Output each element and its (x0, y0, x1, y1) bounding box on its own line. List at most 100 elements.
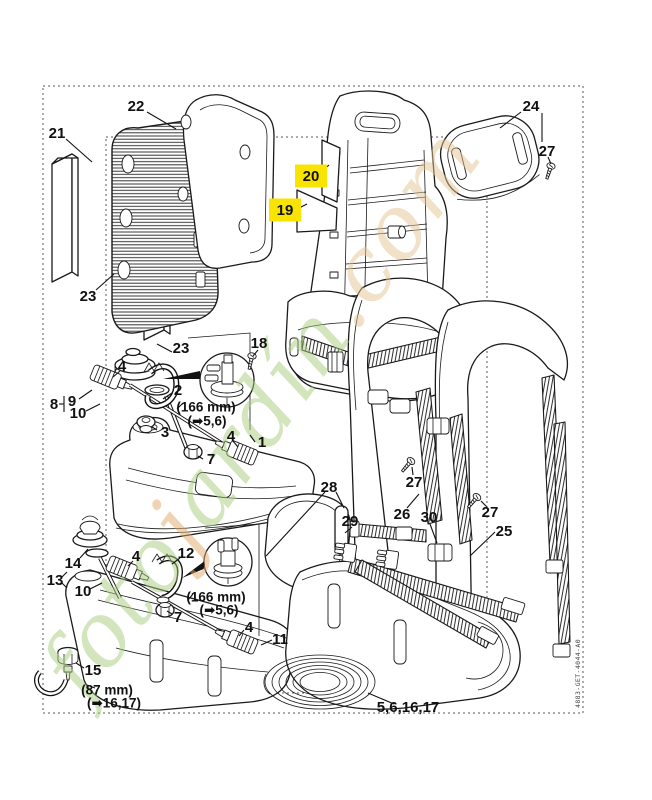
part-callout-9: 9 (68, 393, 76, 410)
part-callout-4: 4 (132, 548, 141, 565)
part-callout-27: 27 (406, 474, 423, 491)
cover-plate-22 (177, 94, 275, 269)
leader-line (65, 138, 93, 163)
part-callout-27: 27 (539, 143, 556, 160)
gasket (85, 548, 109, 558)
part-callout-166mm: (166 mm) (176, 400, 235, 415)
part-callout-26: 26 (394, 506, 411, 523)
waist-strap (347, 557, 521, 623)
elbow-hose-12 (151, 553, 184, 604)
elbow-hose-2 (143, 362, 180, 410)
leader-line (156, 343, 173, 353)
part-callout-4: 4 (118, 358, 127, 375)
leader-line (162, 392, 173, 400)
part-callout-18: 18 (251, 335, 268, 352)
part-callout-23: 23 (173, 340, 190, 357)
chest-strap-26 (349, 520, 427, 543)
part-callout-14: 14 (65, 555, 82, 572)
detail-frame-line (187, 332, 251, 430)
foam-strip-left (51, 153, 79, 283)
leader-line (75, 662, 85, 669)
leader-line (249, 434, 256, 443)
leader-line (79, 548, 89, 559)
leader-line (89, 582, 103, 590)
detail-pointer (163, 371, 200, 379)
lower-tank-assembly (34, 515, 296, 711)
leader-line (547, 156, 552, 165)
leader-line (166, 610, 173, 615)
pickup-body-15 (57, 646, 79, 681)
leader-line (127, 560, 134, 567)
part-callout-12: 12 (178, 545, 195, 562)
leader-line (469, 531, 496, 557)
leader-line (78, 389, 93, 400)
leader-line (61, 571, 68, 578)
part-callout-23: 23 (80, 288, 97, 305)
screw-27-icon (398, 455, 417, 475)
part-callout-25: 25 (496, 523, 513, 540)
part-callout-15: 15 (85, 662, 102, 679)
leader-line (112, 370, 121, 378)
buckle-30 (427, 543, 453, 562)
leader-line (232, 440, 239, 448)
leader-line (265, 491, 326, 557)
hose-coil (263, 654, 376, 710)
waist-strap (354, 559, 493, 649)
leader-line (95, 273, 115, 291)
leader-line (61, 582, 68, 589)
leader-line (197, 455, 204, 460)
part-callout-29: 29 (342, 513, 359, 530)
detail-frame-line (204, 523, 260, 636)
leader-line (260, 639, 273, 646)
hip-belt (264, 493, 526, 710)
leader-line (480, 500, 488, 508)
leader-line (429, 523, 438, 544)
leader-line (499, 111, 522, 129)
leader-line (367, 692, 395, 705)
part-callout-5,6: (➡5,6) (187, 414, 226, 429)
part-callout-21: 21 (49, 125, 66, 142)
highlight-box (269, 198, 301, 222)
leader-line (171, 557, 181, 565)
leader-line (146, 111, 177, 130)
part-callout-10: 10 (75, 583, 92, 600)
part-callout-28: 28 (321, 479, 338, 496)
leader-line (406, 493, 420, 509)
part-callout-30: 30 (421, 509, 438, 526)
gasket-9 (144, 384, 170, 396)
leader-line (176, 402, 184, 410)
highlight-box (295, 164, 327, 188)
part-callout-166mm: (166 mm) (186, 590, 245, 605)
nut-7 (155, 602, 175, 618)
part-callout-7: 7 (174, 609, 182, 626)
part-callout-13: 13 (47, 572, 64, 589)
part-callout-4: 4 (227, 428, 236, 445)
leader-line (344, 526, 353, 534)
leader-line (86, 684, 96, 689)
part-callout-16,17: (➡16,17) (87, 696, 141, 711)
filler-cap-8 (114, 347, 156, 381)
grommet-detail-circle-upper (199, 352, 255, 408)
detail-pointer (182, 560, 206, 578)
screw-27-icon (542, 161, 557, 181)
part-callout-19: 19 (277, 202, 294, 219)
part-callout-87mm: (87 mm) (81, 683, 133, 698)
part-callout-22: 22 (128, 98, 145, 115)
leader-line (187, 593, 194, 601)
diagram-outer-border (42, 85, 584, 714)
part-callout-5,6: (➡5,6) (199, 603, 238, 618)
upper-tank-assembly (88, 332, 316, 540)
part-callout-27: 27 (482, 504, 499, 521)
cushion-24 (439, 115, 540, 201)
leader-line (411, 466, 414, 476)
part-callout-8: 8 (50, 396, 58, 413)
part-callout-10: 10 (70, 405, 87, 422)
part-callout-4: 4 (245, 619, 254, 636)
leader-line (151, 426, 158, 431)
document-code: 4883-GET-4044-A0 (574, 639, 582, 708)
flip-cap-14 (72, 515, 108, 548)
nut-7 (183, 444, 203, 460)
